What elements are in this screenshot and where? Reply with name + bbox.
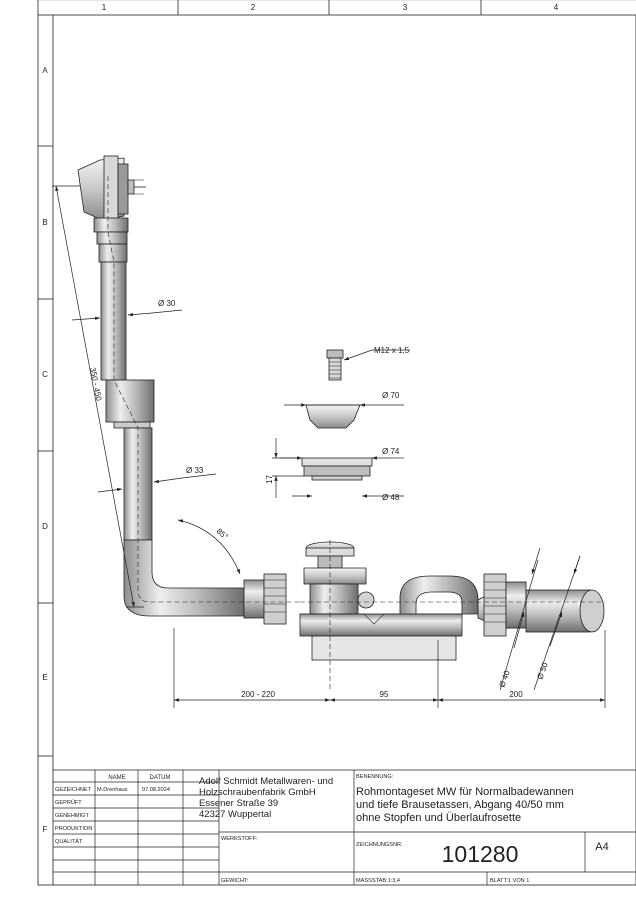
drawn-by-name: M.Drenhaus (97, 787, 128, 793)
benennung-line: Rohmontageset MW für Normalbadewannen (356, 786, 574, 798)
zeichnungsnr-label: ZEICHNUNGSNR. (356, 842, 403, 848)
massstab: MASSSTAB:1:3,4 (356, 878, 400, 884)
werkstoff-label: WERKSTOFF: (221, 836, 258, 842)
column-label: 1 (102, 3, 107, 12)
company-line: Holzschraubenfabrik GmbH (199, 787, 316, 798)
benennung-line: ohne Stopfen und Überlaufrosette (356, 812, 521, 824)
paper-format: A4 (595, 841, 608, 853)
drawn-date: 07.08.2024 (142, 787, 170, 793)
dim-angle: 85° (215, 527, 230, 542)
row-label: F (43, 825, 48, 834)
header-name: NAME (108, 775, 125, 781)
frame-zone-labels: 1 2 3 4 A B C D E F (42, 3, 559, 834)
drawing-frame (37, 0, 636, 886)
dim-w95: 95 (380, 690, 389, 699)
role-produktion: PRODUKTION (55, 826, 92, 832)
gewicht-label: GEWICHT: (221, 878, 249, 884)
dim-d33: Ø 33 (186, 466, 204, 475)
dim-thread: M12 x 1,5 (374, 346, 410, 355)
row-label: E (42, 673, 47, 682)
benennung-line: und tiefe Brausetassen, Abgang 40/50 mm (356, 799, 564, 811)
drawing-number: 101280 (442, 841, 519, 867)
blatt: BLATT:1 VON 1 (490, 878, 529, 884)
dim-d40: Ø 40 (497, 669, 512, 689)
row-label: D (42, 522, 48, 531)
company-line: 42327 Wuppertal (199, 809, 271, 820)
column-label: 3 (403, 3, 408, 12)
column-label: 4 (554, 3, 559, 12)
title-block-text: NAME DATUM GEZEICHNET M.Drenhaus 07.08.2… (55, 774, 609, 884)
dim-w200: 200 (509, 690, 523, 699)
company-line: Essener Straße 39 (199, 798, 278, 809)
role-gezeichnet: GEZEICHNET (55, 787, 92, 793)
benennung-label: BENENNUNG: (356, 774, 394, 780)
dim-h17: 17 (265, 475, 274, 484)
row-label: A (42, 66, 48, 75)
overflow-pipe-assembly (77, 155, 300, 625)
row-label: B (42, 218, 47, 227)
dim-d30: Ø 30 (158, 299, 176, 308)
exploded-parts (301, 349, 373, 481)
dim-d48: Ø 48 (382, 493, 400, 502)
role-qualitaet: QUALITÄT (55, 838, 83, 845)
dimension-lines (52, 185, 606, 708)
role-genehmigt: GENEHMIGT (55, 813, 89, 819)
role-geprueft: GEPRÜFT (55, 799, 82, 806)
dim-d70: Ø 70 (382, 391, 400, 400)
dim-w200-220: 200 - 220 (241, 690, 275, 699)
title-block (53, 769, 636, 885)
dim-d50: Ø 50 (535, 661, 550, 681)
header-datum: DATUM (150, 775, 171, 781)
company-line: Adolf Schmidt Metallwaren- und (199, 776, 333, 787)
column-label: 2 (251, 3, 256, 12)
row-label: C (42, 370, 48, 379)
dim-d74: Ø 74 (382, 447, 400, 456)
drain-trap-assembly (299, 540, 605, 690)
